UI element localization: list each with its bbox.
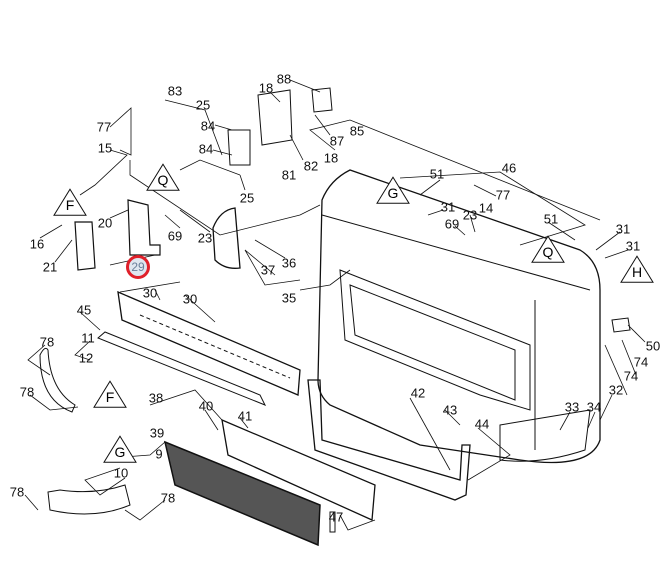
highlighted-part-callout[interactable]: 29 <box>126 255 150 279</box>
reference-triangle-g: G <box>103 435 137 463</box>
reference-triangle-q: Q <box>531 235 565 263</box>
part-label[interactable]: 44 <box>474 416 490 432</box>
part-label[interactable]: 74 <box>623 368 639 384</box>
part-label[interactable]: 10 <box>113 465 129 481</box>
trim-frame <box>307 379 471 501</box>
part-label[interactable]: 42 <box>410 385 426 401</box>
part-label[interactable]: 14 <box>478 200 494 216</box>
part-label[interactable]: 36 <box>281 255 297 271</box>
grille-opening <box>339 269 531 411</box>
bracket-84 <box>227 129 251 166</box>
part-label[interactable]: 21 <box>42 259 58 275</box>
part-label[interactable]: 78 <box>19 384 35 400</box>
part-label[interactable]: 31 <box>440 199 456 215</box>
part-label[interactable]: 69 <box>444 216 460 232</box>
bracket-20 <box>127 199 161 256</box>
part-label[interactable]: 46 <box>501 160 517 176</box>
part-label[interactable]: 30 <box>182 291 198 307</box>
part-label[interactable]: 84 <box>200 118 216 134</box>
mesh-grille <box>163 440 321 547</box>
fender-9 <box>47 484 131 515</box>
bracket-82 <box>257 89 293 146</box>
part-label[interactable]: 82 <box>303 158 319 174</box>
part-label[interactable]: 45 <box>76 302 92 318</box>
bracket-21 <box>74 221 96 271</box>
part-label[interactable]: 43 <box>442 402 458 418</box>
part-label[interactable]: 47 <box>328 509 344 525</box>
reference-triangle-h: H <box>620 255 654 283</box>
part-label[interactable]: 51 <box>429 166 445 182</box>
part-label[interactable]: 41 <box>237 408 253 424</box>
corner-panel <box>499 409 591 462</box>
hood-panel <box>317 169 601 464</box>
part-label[interactable]: 16 <box>29 236 45 252</box>
part-label[interactable]: 23 <box>197 230 213 246</box>
part-label[interactable]: 88 <box>276 71 292 87</box>
part-label[interactable]: 20 <box>97 215 113 231</box>
part-label[interactable]: 35 <box>281 290 297 306</box>
part-label[interactable]: 78 <box>39 334 55 350</box>
part-label[interactable]: 38 <box>148 390 164 406</box>
part-label[interactable]: 30 <box>142 285 158 301</box>
reference-triangle-f: F <box>53 188 87 216</box>
part-label[interactable]: 32 <box>608 382 624 398</box>
part-label[interactable]: 37 <box>260 262 276 278</box>
part-label[interactable]: 12 <box>78 350 94 366</box>
part-label[interactable]: 15 <box>97 140 113 156</box>
part-label[interactable]: 85 <box>349 123 365 139</box>
part-label[interactable]: 39 <box>149 425 165 441</box>
part-label[interactable]: 84 <box>198 141 214 157</box>
reference-triangle-g: G <box>376 176 410 204</box>
part-label[interactable]: 18 <box>258 80 274 96</box>
part-label[interactable]: 34 <box>586 399 602 415</box>
bracket-88 <box>311 87 333 113</box>
part-label[interactable]: 31 <box>625 238 641 254</box>
part-label[interactable]: 78 <box>9 484 25 500</box>
part-label[interactable]: 18 <box>323 150 339 166</box>
part-label[interactable]: 81 <box>281 167 297 183</box>
part-label[interactable]: 11 <box>81 330 95 346</box>
trim-strip <box>97 331 267 406</box>
part-label[interactable]: 51 <box>543 211 559 227</box>
part-label[interactable]: 50 <box>645 338 661 354</box>
part-label[interactable]: 23 <box>462 207 478 223</box>
lamp <box>212 207 241 269</box>
part-label[interactable]: 77 <box>96 119 112 135</box>
reference-triangle-q: Q <box>146 163 180 191</box>
part-label[interactable]: 83 <box>167 83 183 99</box>
part-label[interactable]: 69 <box>167 228 183 244</box>
part-label[interactable]: 74 <box>633 354 649 370</box>
lower-bezel <box>221 418 376 521</box>
part-label[interactable]: 33 <box>564 399 580 415</box>
part-label[interactable]: 9 <box>155 446 163 462</box>
part-label[interactable]: 25 <box>195 97 211 113</box>
part-label[interactable]: 78 <box>160 490 176 506</box>
part-label[interactable]: 25 <box>239 190 255 206</box>
part-label[interactable]: 31 <box>615 221 631 237</box>
reference-triangle-f: F <box>93 380 127 408</box>
part-label[interactable]: 40 <box>198 398 214 414</box>
fender-78 <box>39 347 76 413</box>
part-label[interactable]: 77 <box>495 187 511 203</box>
part-label[interactable]: 87 <box>329 133 345 149</box>
upper-grille <box>117 290 301 396</box>
